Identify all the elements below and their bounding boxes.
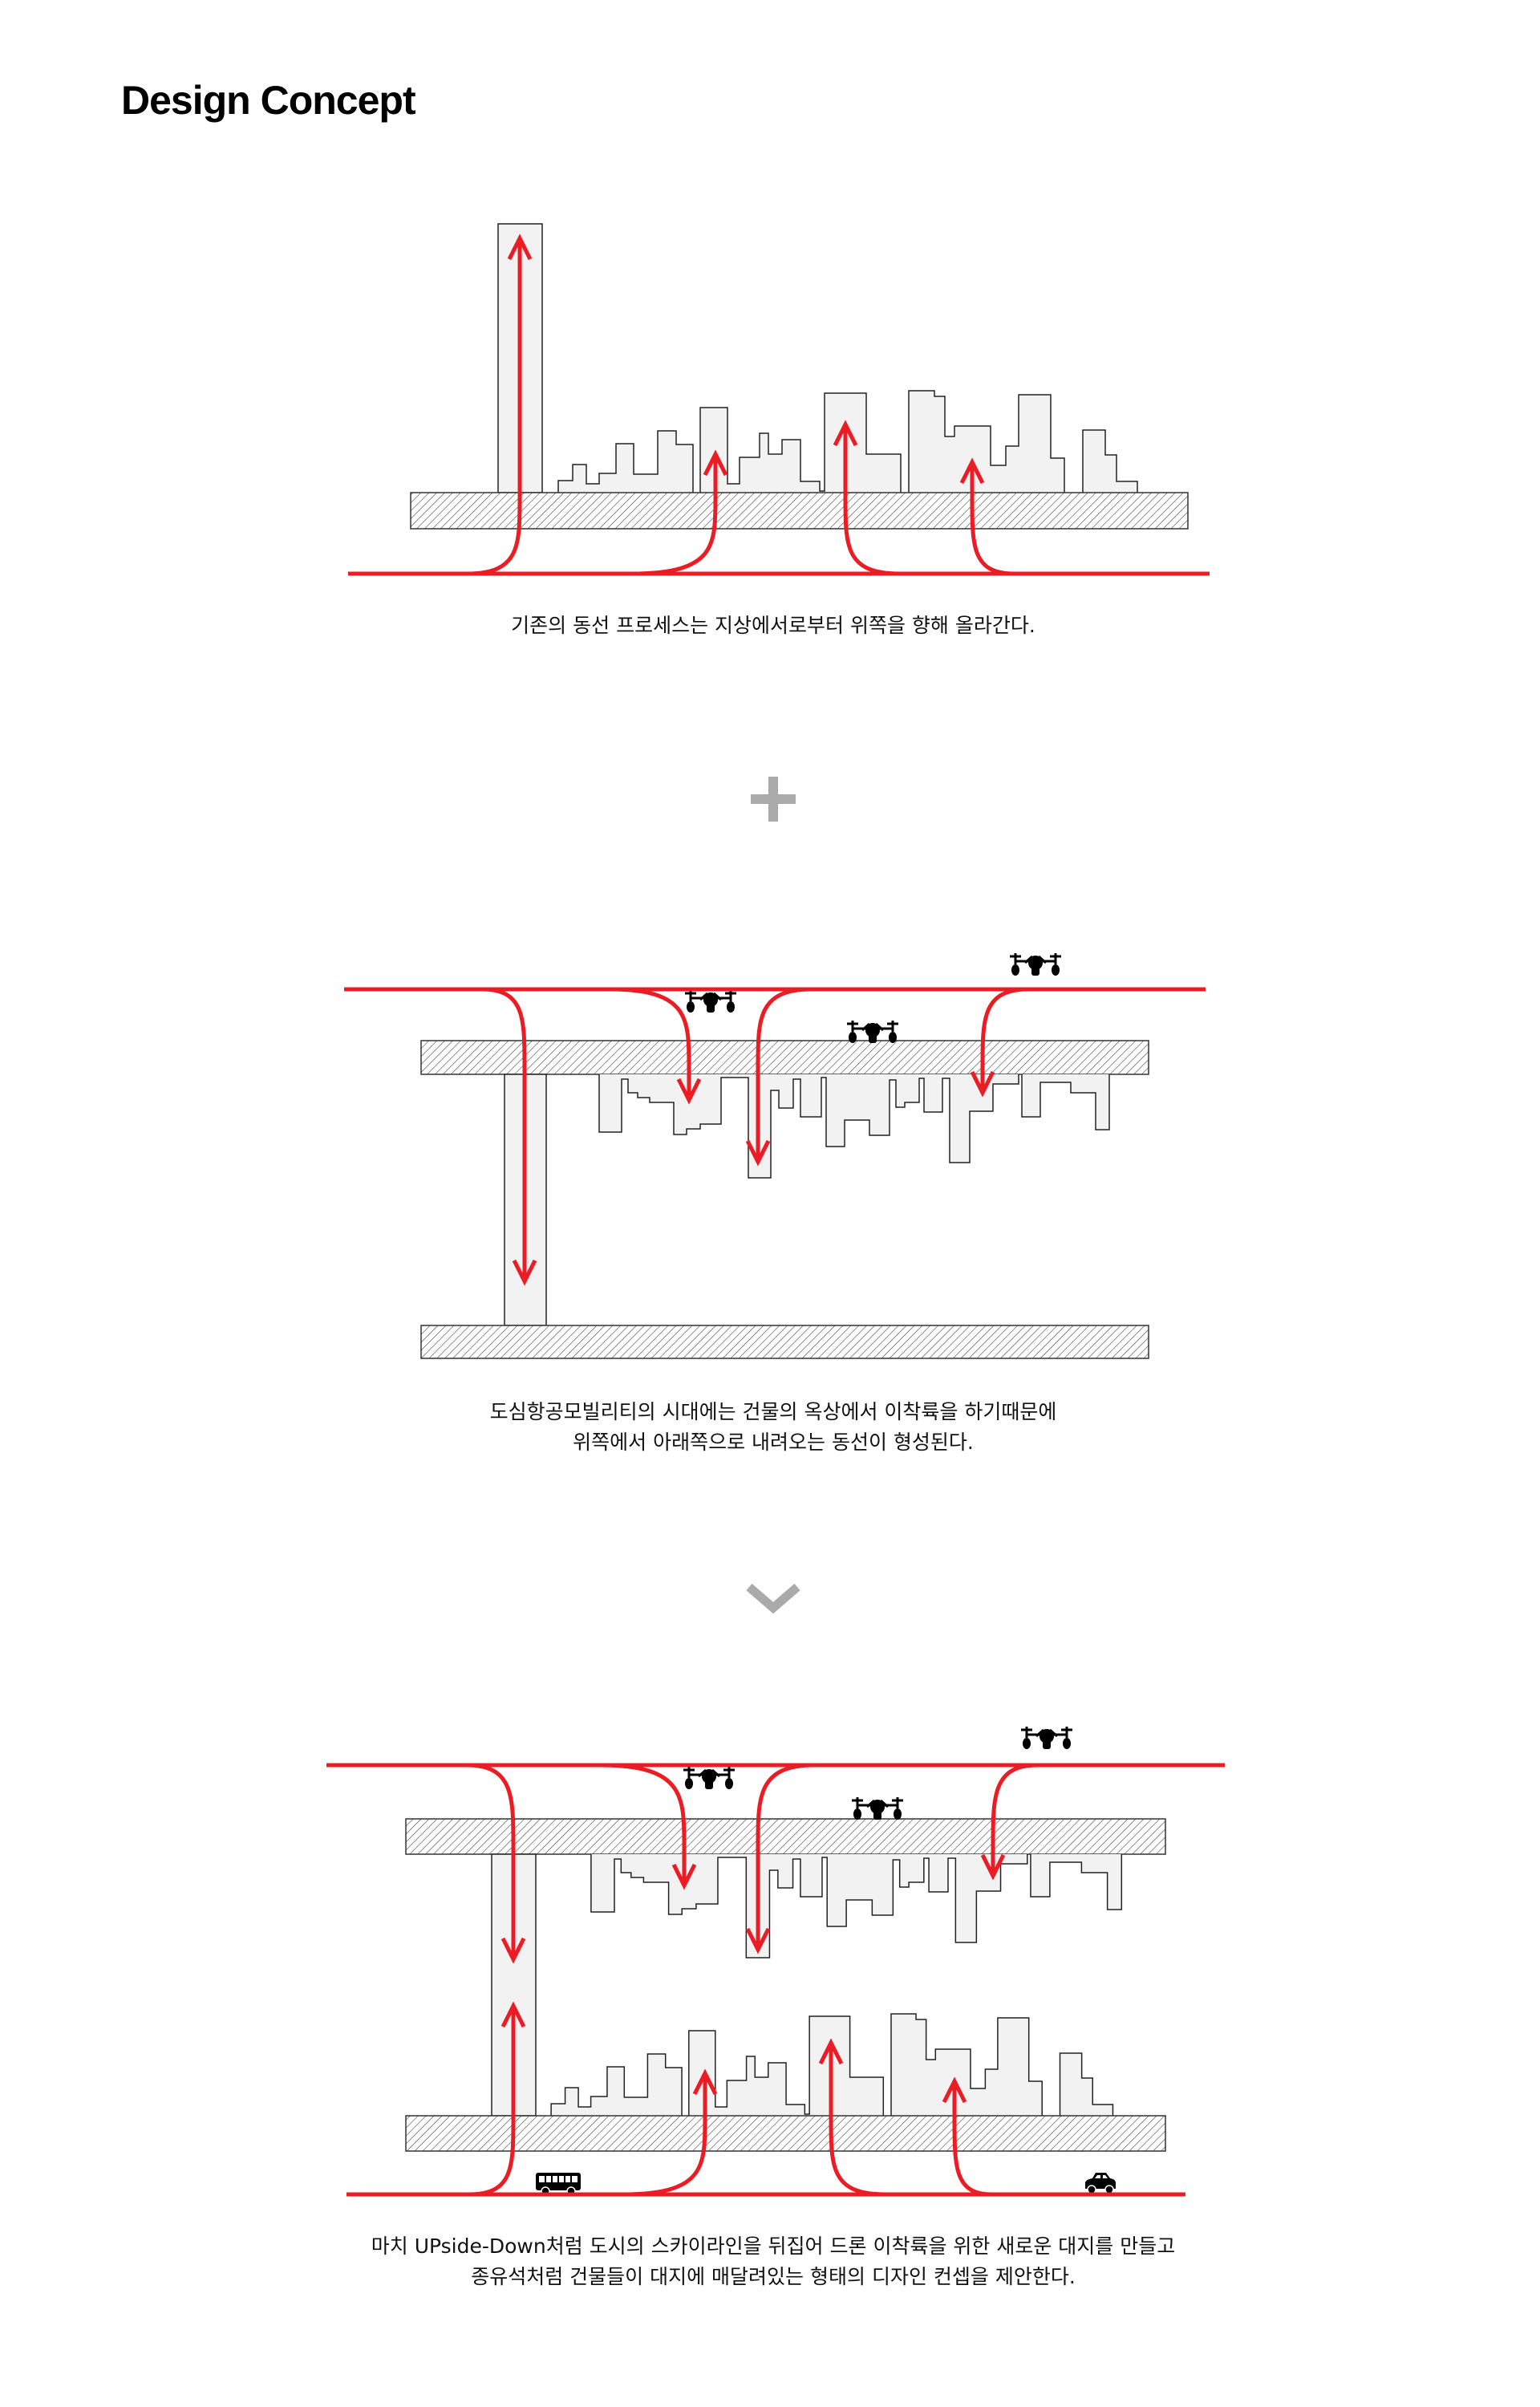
flow-arrow [843,424,900,576]
upward-flow-arrows [348,233,1210,576]
flow-arrow [745,1139,771,1167]
hanging-skyline [598,1074,1110,1179]
hanging-skyline [590,1854,1123,1958]
drone-icon [1019,1725,1074,1751]
flow-arrow [756,1763,815,1950]
drone-icon [1008,952,1063,977]
caption-uam-line1: 도심항공모빌리티의 시대에는 건물의 옥상에서 이착륙을 하기때문에 [490,1400,1057,1423]
flow-arrow [745,1927,771,1954]
page-title: Design Concept [121,78,416,123]
chevron-down-icon [746,1583,800,1614]
flow-arrow [703,449,728,477]
flow-arrow [609,987,691,1100]
flow-arrow [466,1763,516,1959]
flow-arrow [818,2038,844,2065]
flow-arrow [980,1853,1006,1881]
flow-arrow [991,1763,1038,1876]
combined-flow-arrows [326,1763,1225,2197]
flow-arrow [671,1863,697,1890]
flow-arrow [833,420,858,447]
flow-arrow [500,1937,526,1964]
plus-icon [751,777,796,822]
flow-arrow [970,462,1015,576]
flow-arrow [829,2043,886,2197]
bus-icon [536,2173,581,2196]
caption-concept-line1: 마치 UPside-Down처럼 도시의 스카이라인을 뒤집어 드론 이착륙을 … [371,2234,1175,2258]
caption-uam-line2: 위쪽에서 아래쪽으로 내려오는 동선이 형성된다. [573,1431,974,1454]
flow-arrow [676,1078,702,1105]
caption-concept-line2: 종유석처럼 건물들이 대지에 매달려있는 형태의 디자인 컨셉을 제안한다. [471,2265,1076,2288]
ground-slab [410,492,1189,530]
flow-arrow [980,987,1029,1093]
flow-arrow [507,233,533,261]
drone-icon [683,988,738,1014]
upside-down-concept-diagram: 마치 UPside-Down처럼 도시의 스카이라인을 뒤집어 드론 이착륙을 … [326,1725,1225,2288]
caption-existing: 기존의 동선 프로세스는 지상에서로부터 위쪽을 향해 올라간다. [511,614,1035,637]
sky-slab [405,1818,1166,1855]
flow-arrow [622,2073,707,2197]
uam-flow-diagram: 도심항공모빌리티의 시대에는 건물의 옥상에서 이착륙을 하기때문에 위쪽에서 … [344,952,1206,1454]
city-skyline [557,390,1138,493]
ground-slab [420,1325,1149,1359]
downward-flow-arrows [344,987,1206,1286]
flow-arrow [466,238,522,576]
flow-arrow [481,987,527,1281]
ground-slab [405,2115,1166,2152]
flow-arrow [512,1259,537,1286]
flow-arrow [468,2006,516,2197]
existing-flow-diagram: 기존의 동선 프로세스는 지상에서로부터 위쪽을 향해 올라간다. [348,223,1210,637]
flow-arrow [630,454,718,576]
flow-arrow [970,1070,995,1098]
flow-arrow [959,457,985,485]
drone-icon [682,1765,736,1791]
flow-arrow [692,2068,718,2096]
flow-arrow [756,987,813,1162]
drone-icon [845,1019,900,1045]
car-icon [1085,2173,1116,2194]
flow-arrow [600,1763,687,1885]
drone-icon [850,1796,905,1821]
flow-arrow [500,2001,526,2028]
sky-slab [420,1040,1149,1075]
flow-arrow [952,2081,992,2197]
flow-arrow [942,2076,967,2104]
